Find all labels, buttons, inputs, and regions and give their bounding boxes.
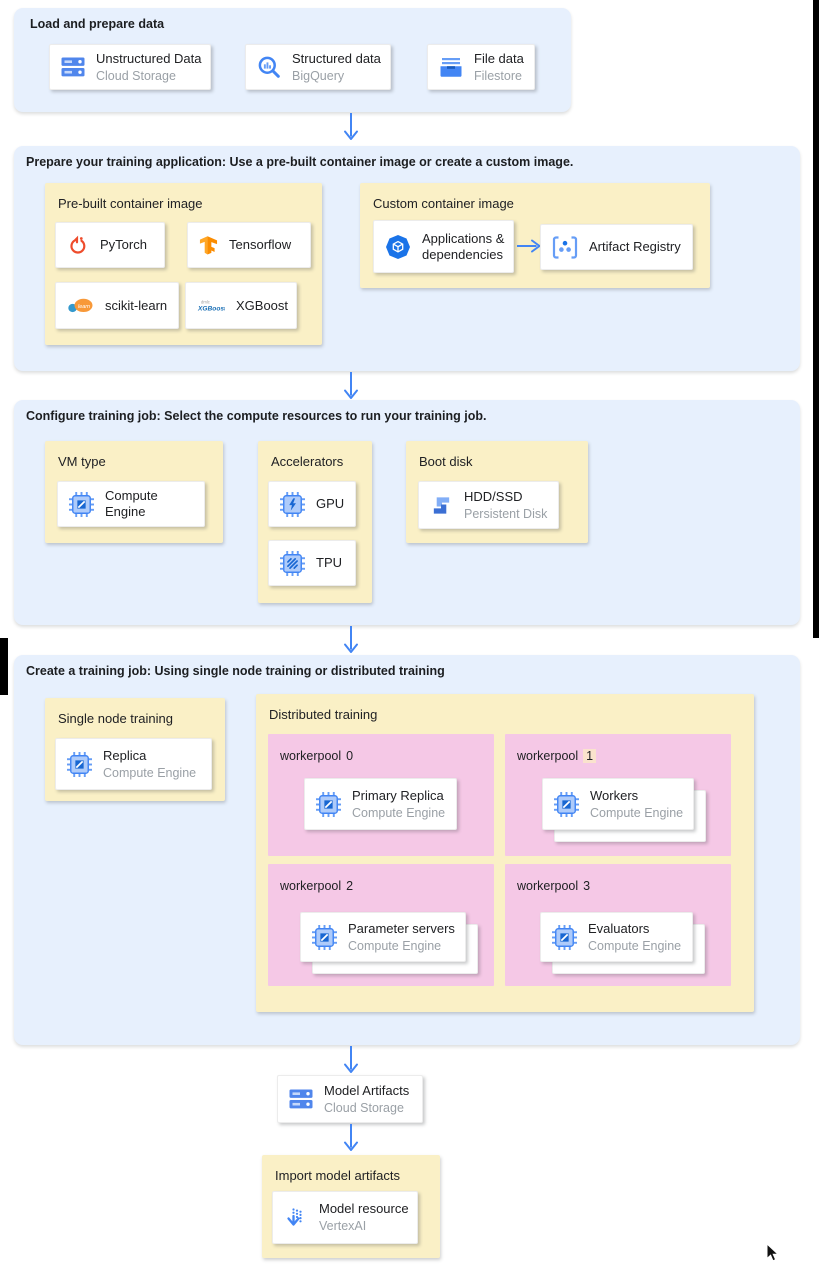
card-tensorflow: Tensorflow (187, 222, 311, 268)
section-title: Configure training job: Select the compu… (26, 409, 487, 423)
section-configure-training-job: Configure training job: Select the compu… (14, 400, 800, 625)
svg-text:learn: learn (78, 304, 90, 310)
flow-arrow-right-icon (517, 237, 543, 255)
compute-engine-icon (67, 752, 92, 777)
group-title: Import model artifacts (275, 1168, 400, 1183)
section-title: Prepare your training application: Use a… (26, 155, 574, 169)
section-prepare-training-application: Prepare your training application: Use a… (14, 146, 800, 371)
left-edge-seam (0, 638, 8, 695)
flow-arrow-down-icon (342, 1124, 360, 1152)
group-custom-container-image: Custom container image Applications & de… (360, 183, 710, 288)
section-title: Create a training job: Using single node… (26, 664, 445, 678)
group-prebuilt-container-image: Pre-built container image PyTorch Tensor… (45, 183, 322, 345)
pytorch-icon (67, 233, 89, 257)
card-parameter-servers: Parameter servers Compute Engine (300, 912, 466, 962)
svg-text:XGBoost: XGBoost (197, 306, 225, 313)
card-xgboost: dmlc XGBoost XGBoost (185, 282, 297, 329)
card-hdd-ssd: HDD/SSD Persistent Disk (418, 481, 559, 529)
flow-arrow-down-icon (342, 1046, 360, 1074)
xgboost-icon: dmlc XGBoost (197, 297, 225, 314)
bigquery-icon (257, 55, 281, 79)
right-edge-seam (813, 0, 819, 638)
flow-arrow-down-icon (342, 113, 360, 141)
vertex-ai-model-icon (284, 1206, 308, 1230)
card-primary-replica: Primary Replica Compute Engine (304, 778, 457, 830)
cloud-storage-icon (289, 1089, 313, 1109)
group-title: Boot disk (419, 454, 473, 469)
compute-engine-icon (69, 492, 94, 517)
svg-text:dmlc: dmlc (201, 300, 210, 305)
section-title: Load and prepare data (30, 17, 165, 31)
card-pytorch: PyTorch (55, 222, 165, 268)
highlighted-number: 1 (583, 749, 597, 763)
group-vm-type: VM type Compute Engine (45, 441, 223, 543)
card-file-data: File data Filestore (427, 44, 535, 90)
flow-arrow-down-icon (342, 626, 360, 654)
applications-icon (385, 234, 411, 260)
group-accelerators: Accelerators GPU TPU (258, 441, 372, 603)
compute-engine-icon (552, 925, 577, 950)
group-title: Distributed training (269, 707, 378, 722)
compute-engine-icon (312, 925, 337, 950)
group-import-model-artifacts: Import model artifacts Model resource Ve… (262, 1155, 440, 1258)
group-title: Pre-built container image (58, 196, 203, 211)
card-workers: Workers Compute Engine (542, 778, 694, 830)
gpu-chip-icon (280, 492, 305, 517)
card-compute-engine: Compute Engine (57, 481, 205, 527)
cloud-storage-icon (61, 57, 85, 77)
mouse-cursor-icon (766, 1243, 780, 1263)
card-model-artifacts: Model Artifacts Cloud Storage (277, 1075, 423, 1123)
compute-engine-icon (316, 792, 341, 817)
compute-engine-icon (554, 792, 579, 817)
tensorflow-icon (199, 235, 218, 256)
artifact-registry-icon (552, 235, 578, 259)
persistent-disk-icon (430, 494, 453, 517)
group-title: VM type (58, 454, 106, 469)
group-boot-disk: Boot disk HDD/SSD Persistent Disk (406, 441, 588, 543)
scikit-learn-icon: learn (67, 297, 94, 314)
card-model-resource: Model resource VertexAI (272, 1191, 418, 1244)
section-load-and-prepare-data: Load and prepare data Unstructured Data … (14, 8, 571, 112)
card-unstructured-data: Unstructured Data Cloud Storage (49, 44, 211, 90)
card-scikit-learn: learn scikit-learn (55, 282, 179, 329)
flow-arrow-down-icon (342, 372, 360, 400)
card-evaluators: Evaluators Compute Engine (540, 912, 693, 962)
card-structured-data: Structured data BigQuery (245, 44, 391, 90)
section-create-training-job: Create a training job: Using single node… (14, 655, 800, 1045)
group-title: Accelerators (271, 454, 344, 469)
card-gpu: GPU (268, 481, 356, 527)
filestore-icon (439, 57, 463, 77)
card-applications-dependencies: Applications & dependencies (373, 220, 514, 273)
group-title: Single node training (58, 711, 173, 726)
card-artifact-registry: Artifact Registry (540, 224, 693, 270)
card-replica: Replica Compute Engine (55, 738, 212, 790)
group-title: Custom container image (373, 196, 514, 211)
tpu-chip-icon (280, 551, 305, 576)
card-tpu: TPU (268, 540, 356, 586)
group-single-node-training: Single node training Replica Compute Eng… (45, 698, 225, 801)
